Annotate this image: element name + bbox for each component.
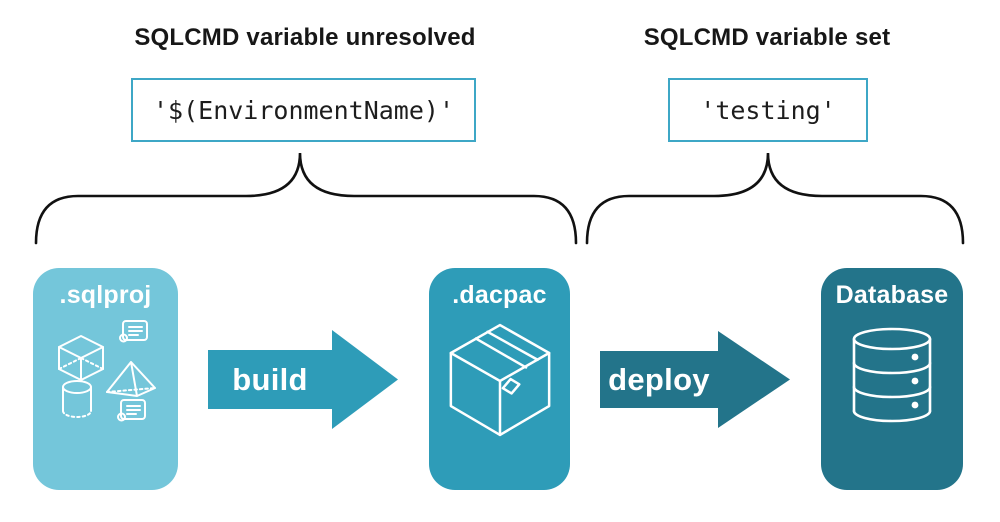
code-text-testing-value: 'testing' [700, 95, 836, 125]
database-cylinder-icon [852, 327, 932, 423]
database-dots [911, 353, 919, 409]
pyramid-icon [105, 361, 156, 397]
build-arrow-label: build [232, 361, 308, 397]
deploy-arrow-label: deploy [608, 361, 710, 397]
stage-label-sqlproj: .sqlproj [59, 281, 152, 309]
package-box-icon [449, 323, 550, 437]
cube-icon [57, 335, 104, 381]
code-text-environment-variable: '$(EnvironmentName)' [152, 95, 455, 125]
stage-card-database: Database [821, 268, 963, 490]
right-brace-icon [585, 152, 965, 245]
heading-sqlcmd-unresolved: SQLCMD variable unresolved [134, 24, 476, 51]
sql-source-objects-icon [57, 320, 156, 422]
stage-card-sqlproj: .sqlproj [33, 268, 178, 490]
right-arrow-icon [600, 331, 790, 428]
script-scroll-icon [116, 399, 146, 422]
heading-sqlcmd-set: SQLCMD variable set [643, 24, 891, 51]
left-brace-icon [34, 152, 578, 245]
right-arrow-icon [208, 330, 398, 429]
build-arrow: build [208, 328, 400, 431]
deploy-arrow: deploy [600, 328, 792, 431]
stage-label-dacpac: .dacpac [452, 281, 547, 309]
cylinder-icon [61, 380, 92, 418]
code-box-environment-variable: '$(EnvironmentName)' [131, 78, 476, 142]
stage-card-dacpac: .dacpac [429, 268, 570, 490]
stage-label-database: Database [835, 281, 949, 309]
script-scroll-icon [118, 320, 148, 343]
code-box-testing-value: 'testing' [668, 78, 868, 142]
